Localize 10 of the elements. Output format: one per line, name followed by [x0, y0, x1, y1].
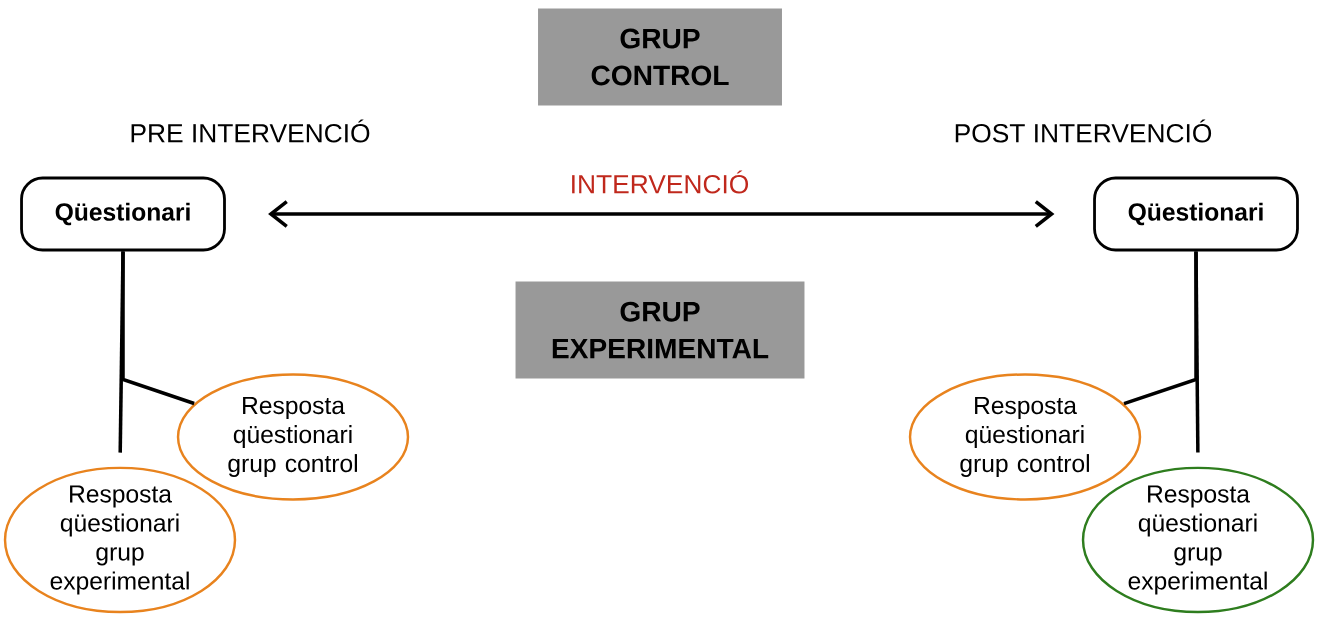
edge-label: INTERVENCIÓ — [566, 166, 753, 198]
connector-line — [1194, 251, 1200, 453]
phase-label: POST INTERVENCIÓ — [955, 119, 1212, 143]
group-label-box: GRUP CONTROL — [538, 8, 782, 106]
questionnaire-box: Qüestionari — [1093, 176, 1299, 252]
connector-line — [118, 251, 125, 453]
double-arrow — [268, 200, 1055, 228]
phase-label: PRE INTERVENCIÓ — [131, 119, 370, 143]
group-label-box: GRUP EXPERIMENTAL — [515, 281, 805, 379]
questionnaire-box: Qüestionari — [20, 176, 226, 252]
